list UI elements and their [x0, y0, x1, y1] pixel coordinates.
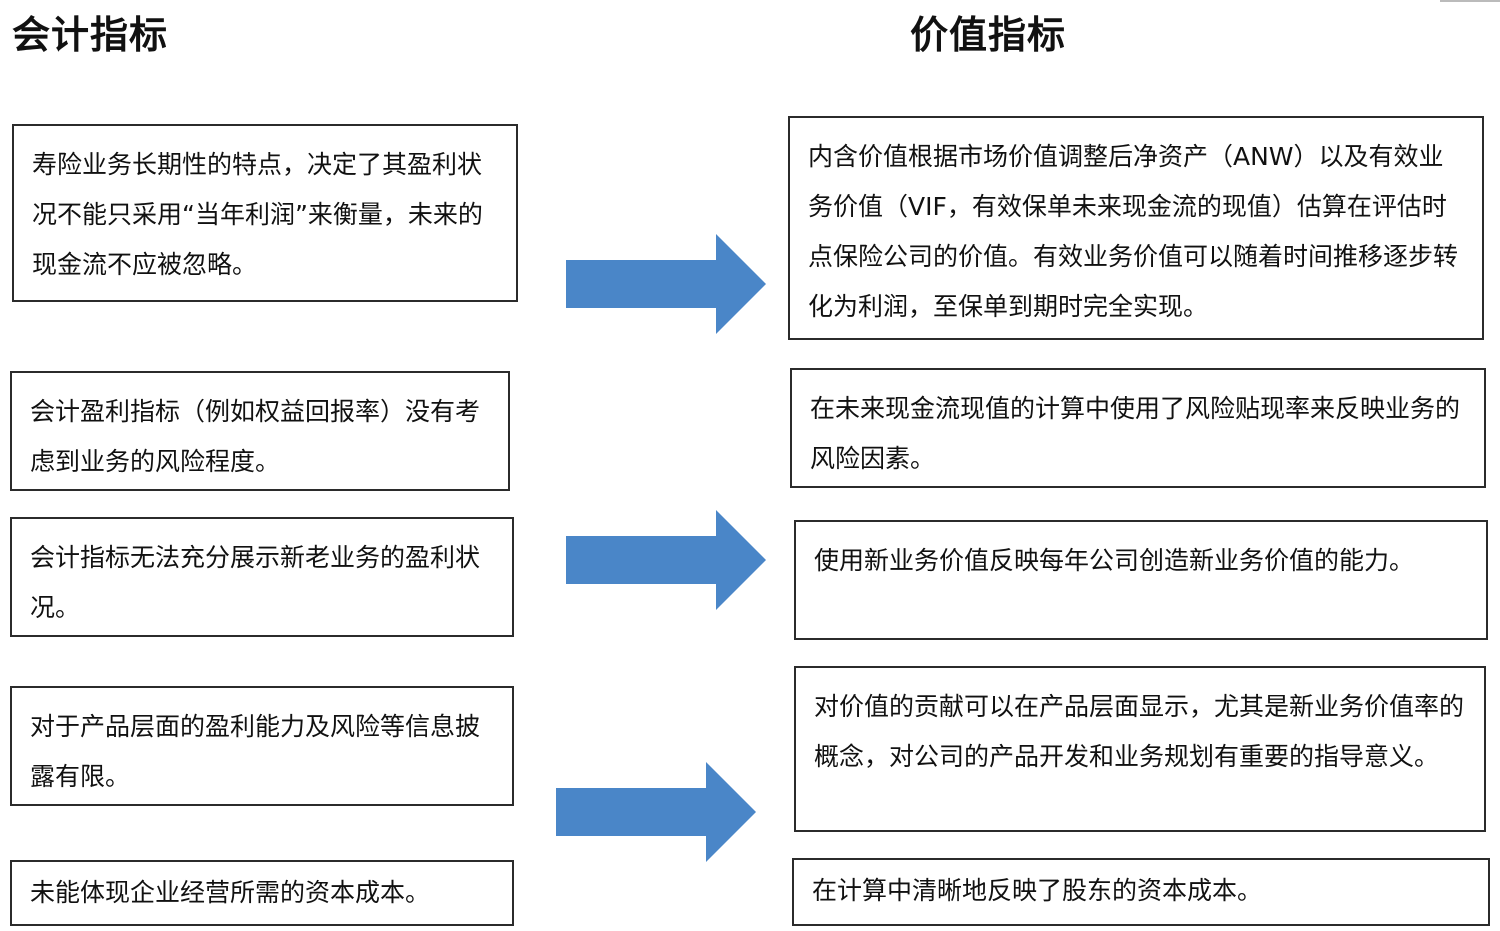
arrow-shape	[556, 762, 756, 862]
value-box-5-text: 在计算中清晰地反映了股东的资本成本。	[812, 876, 1263, 905]
value-indicators-heading: 价值指标	[910, 13, 1067, 57]
right-arrow-icon	[566, 234, 766, 334]
accounting-box-4: 对于产品层面的盈利能力及风险等信息披露有限。	[10, 686, 514, 806]
accounting-box-3: 会计指标无法充分展示新老业务的盈利状况。	[10, 517, 514, 637]
accounting-box-4-text: 对于产品层面的盈利能力及风险等信息披露有限。	[30, 712, 481, 791]
right-arrow-icon	[566, 510, 766, 610]
accounting-box-2: 会计盈利指标（例如权益回报率）没有考虑到业务的风险程度。	[10, 371, 510, 491]
value-box-1: 内含价值根据市场价值调整后净资产（ANW）以及有效业务价值（VIF，有效保单未来…	[788, 116, 1484, 340]
value-box-3-text: 使用新业务价值反映每年公司创造新业务价值的能力。	[814, 546, 1415, 575]
accounting-box-2-text: 会计盈利指标（例如权益回报率）没有考虑到业务的风险程度。	[30, 397, 481, 476]
corner-mark	[1440, 0, 1500, 2]
value-box-5: 在计算中清晰地反映了股东的资本成本。	[792, 858, 1490, 926]
arrow-shape	[566, 234, 766, 334]
right-arrow-icon	[556, 762, 756, 862]
value-box-4-text: 对价值的贡献可以在产品层面显示，尤其是新业务价值率的概念，对公司的产品开发和业务…	[814, 692, 1465, 771]
value-box-1-text: 内含价值根据市场价值调整后净资产（ANW）以及有效业务价值（VIF，有效保单未来…	[808, 142, 1459, 321]
accounting-box-1-text: 寿险业务长期性的特点，决定了其盈利状况不能只采用“当年利润”来衡量，未来的现金流…	[32, 150, 483, 279]
value-box-4: 对价值的贡献可以在产品层面显示，尤其是新业务价值率的概念，对公司的产品开发和业务…	[794, 666, 1486, 832]
accounting-indicators-heading: 会计指标	[12, 13, 169, 57]
accounting-box-5: 未能体现企业经营所需的资本成本。	[10, 860, 514, 926]
accounting-box-1: 寿险业务长期性的特点，决定了其盈利状况不能只采用“当年利润”来衡量，未来的现金流…	[12, 124, 518, 302]
accounting-box-3-text: 会计指标无法充分展示新老业务的盈利状况。	[30, 543, 481, 622]
value-box-3: 使用新业务价值反映每年公司创造新业务价值的能力。	[794, 520, 1488, 640]
value-box-2: 在未来现金流现值的计算中使用了风险贴现率来反映业务的风险因素。	[790, 368, 1486, 488]
arrow-shape	[566, 510, 766, 610]
value-box-2-text: 在未来现金流现值的计算中使用了风险贴现率来反映业务的风险因素。	[810, 394, 1461, 473]
accounting-box-5-text: 未能体现企业经营所需的资本成本。	[30, 878, 431, 907]
